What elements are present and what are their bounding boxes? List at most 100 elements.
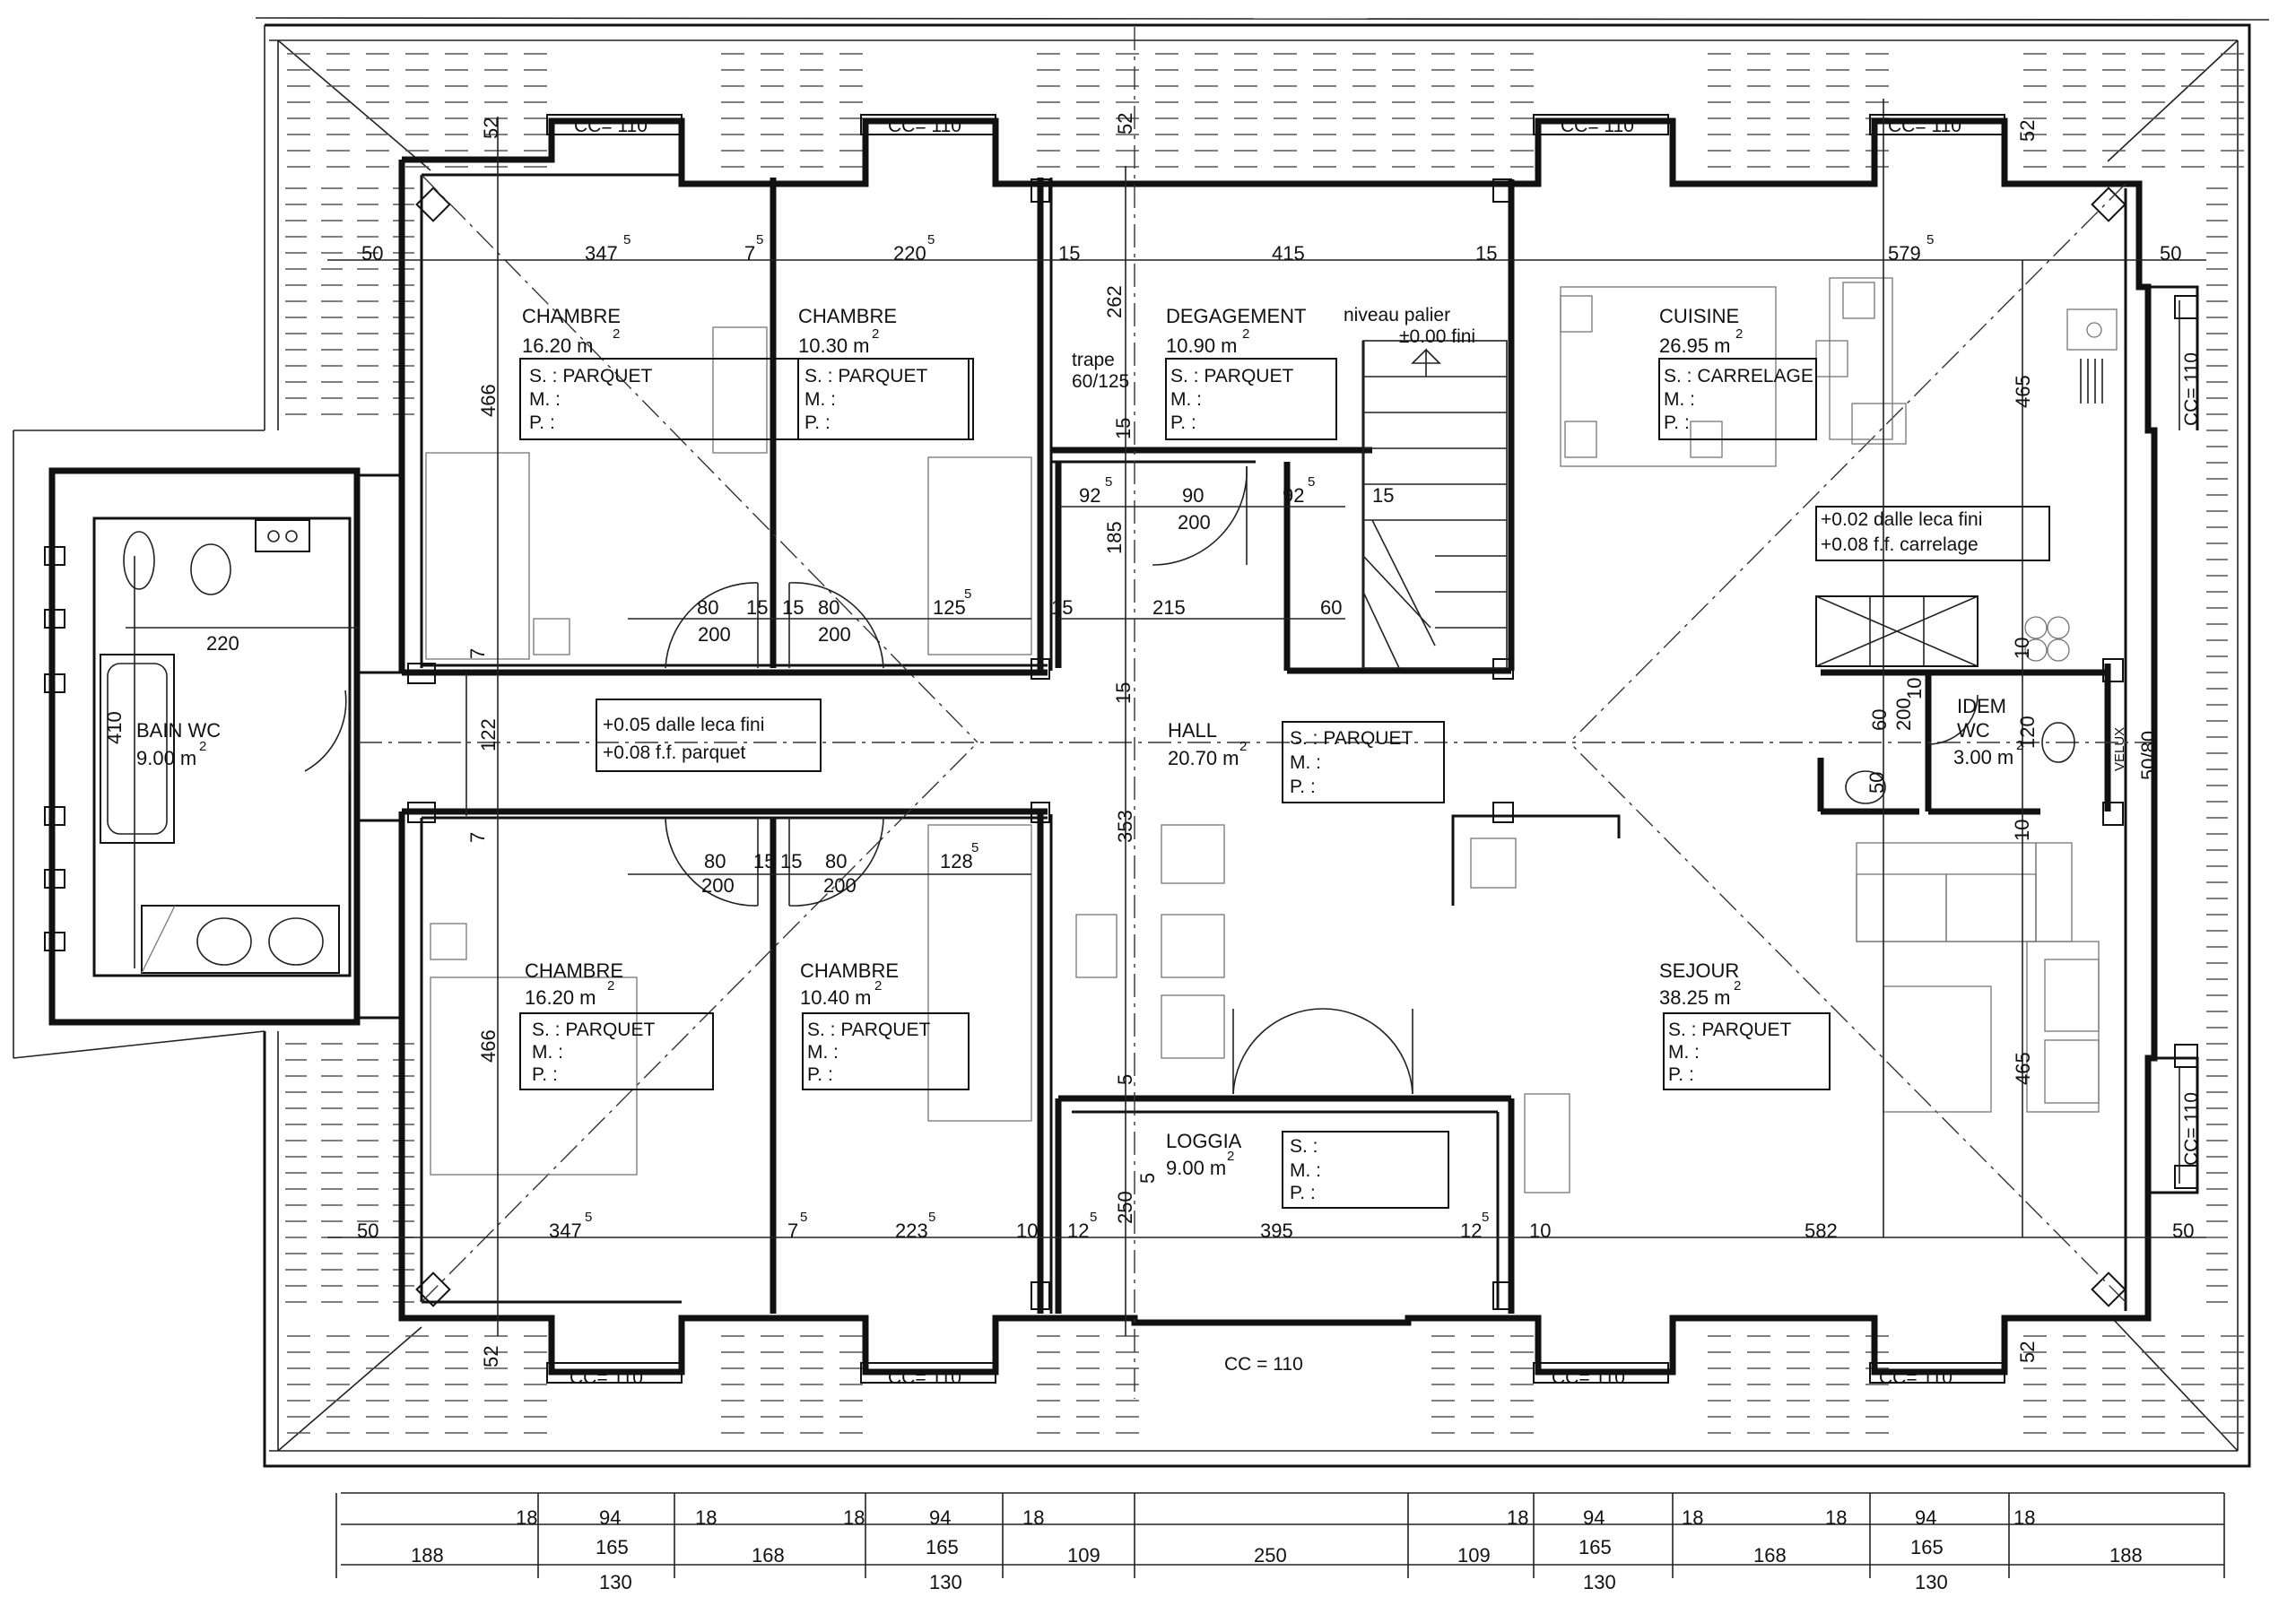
cc-label: CC= 110 <box>574 116 648 136</box>
dim: 15 <box>1372 484 1394 507</box>
bathroom-annex <box>13 430 404 1059</box>
cc-label: CC= 110 <box>1879 1367 1952 1388</box>
window-labels: CC= 110 CC= 110 CC= 110 CC= 110 CC= 110 … <box>570 116 2202 1388</box>
room-name-bain: BAIN WC <box>136 719 221 742</box>
sup: 5 <box>1482 1210 1489 1225</box>
floor-chambre-sw: S. : PARQUET <box>532 1020 655 1040</box>
dim: 50 <box>361 242 383 265</box>
dim: 223 <box>895 1219 928 1242</box>
note-corridor-1: +0.05 dalle leca fini <box>603 715 764 735</box>
dim: 168 <box>1753 1544 1787 1567</box>
sup: 5 <box>1105 474 1112 490</box>
sup: 5 <box>928 1210 935 1225</box>
note-niveau-palier: niveau palier <box>1344 305 1450 325</box>
p-chambre-sw: P. : <box>532 1064 558 1085</box>
dim: 15 <box>1475 242 1497 265</box>
furniture <box>425 277 2118 1193</box>
p-hall: P. : <box>1290 777 1316 797</box>
sup: 5 <box>585 1210 592 1225</box>
sup: 5 <box>971 840 978 855</box>
floor-hall: S. : PARQUET <box>1290 728 1413 749</box>
dim: 90 <box>1182 484 1204 507</box>
room-name-sejour: SEJOUR <box>1659 959 1739 982</box>
dim: 15 <box>780 850 802 872</box>
dim: 7 <box>744 242 755 265</box>
dim: 465 <box>2012 375 2034 408</box>
sup: 2 <box>1734 978 1741 994</box>
dim: 18 <box>1507 1506 1528 1529</box>
room-name-idem: IDEM <box>1957 695 2006 717</box>
dim: 15 <box>1051 596 1073 619</box>
dim: 347 <box>585 242 618 265</box>
dim: 466 <box>477 384 500 417</box>
dim: 18 <box>1682 1506 1703 1529</box>
dim: 18 <box>1825 1506 1847 1529</box>
dim: 200 <box>698 623 731 646</box>
dim: 250 <box>1114 1191 1136 1224</box>
dim: 52 <box>2016 120 2039 142</box>
main-walls <box>398 117 2198 1376</box>
floor-degagement: S. : PARQUET <box>1170 366 1293 386</box>
dim: 128 <box>940 850 973 872</box>
dim: 18 <box>516 1506 537 1529</box>
dim: 52 <box>2016 1341 2039 1363</box>
note-kitchen-2: +0.08 f.f. carrelage <box>1821 534 1979 555</box>
dim: 15 <box>746 596 768 619</box>
room-area-cuisine: 26.95 m <box>1659 334 1731 357</box>
sup: 5 <box>1926 232 1934 247</box>
room-area-hall: 20.70 m <box>1168 747 1239 769</box>
dim: 10 <box>1903 678 1926 699</box>
room-area-degagement: 10.90 m <box>1166 334 1238 357</box>
dim: 18 <box>1022 1506 1044 1529</box>
doors <box>665 465 1979 1095</box>
dim: 80 <box>697 596 718 619</box>
note-corridor-2: +0.08 f.f. parquet <box>603 742 746 763</box>
roof-tiles <box>285 53 2244 1434</box>
dim: 220 <box>893 242 926 265</box>
sup: 2 <box>872 326 879 342</box>
dim: 165 <box>596 1536 629 1558</box>
roof-outline <box>255 17 2270 1468</box>
p-chambre-n2: P. : <box>804 412 831 433</box>
dim: 125 <box>933 596 966 619</box>
room-area-chambre-s2: 10.40 m <box>800 986 872 1009</box>
floor-chambre-nw: S. : PARQUET <box>529 366 652 386</box>
room-name-chambre-nw: CHAMBRE <box>522 305 621 327</box>
p-sejour: P. : <box>1668 1064 1694 1085</box>
p-cuisine: P. : <box>1664 412 1690 433</box>
cc-label: CC= 110 <box>888 1367 961 1388</box>
p-chambre-s2: P. : <box>807 1064 833 1085</box>
east-wall-window <box>2148 285 2199 1194</box>
dim: 188 <box>2109 1544 2143 1567</box>
room-name-cuisine: CUISINE <box>1659 305 1739 327</box>
dim: 92 <box>1283 484 1304 507</box>
dim: 188 <box>411 1544 444 1567</box>
p-loggia: P. : <box>1290 1183 1316 1203</box>
dim: 7 <box>466 832 489 843</box>
sup: 5 <box>964 586 971 602</box>
dim: 410 <box>103 711 126 744</box>
dim: 250 <box>1254 1544 1287 1567</box>
m-loggia: M. : <box>1290 1160 1321 1181</box>
dim: 80 <box>818 596 839 619</box>
dim: 60 <box>1868 709 1891 731</box>
cc-label: CC= 110 <box>888 116 961 136</box>
dim: 18 <box>2013 1506 2035 1529</box>
sup: 2 <box>613 326 620 342</box>
dim: 50 <box>2160 242 2181 265</box>
sup: 2 <box>1735 326 1743 342</box>
dim: 5 <box>1114 1074 1136 1085</box>
m-chambre-nw: M. : <box>529 389 561 410</box>
note-velux: VELUX <box>2112 727 2127 771</box>
sup: 2 <box>874 978 882 994</box>
cc-label: CC= 110 <box>570 1367 643 1388</box>
room-name-chambre-s2: CHAMBRE <box>800 959 899 982</box>
dim: 12 <box>1067 1219 1089 1242</box>
dim: 120 <box>2016 716 2039 749</box>
dim: 220 <box>206 632 239 655</box>
room-name-loggia: LOGGIA <box>1166 1130 1242 1152</box>
dim: 415 <box>1272 242 1305 265</box>
dim: 15 <box>782 596 804 619</box>
dim: 109 <box>1067 1544 1100 1567</box>
dimension-lines <box>126 99 2224 1566</box>
